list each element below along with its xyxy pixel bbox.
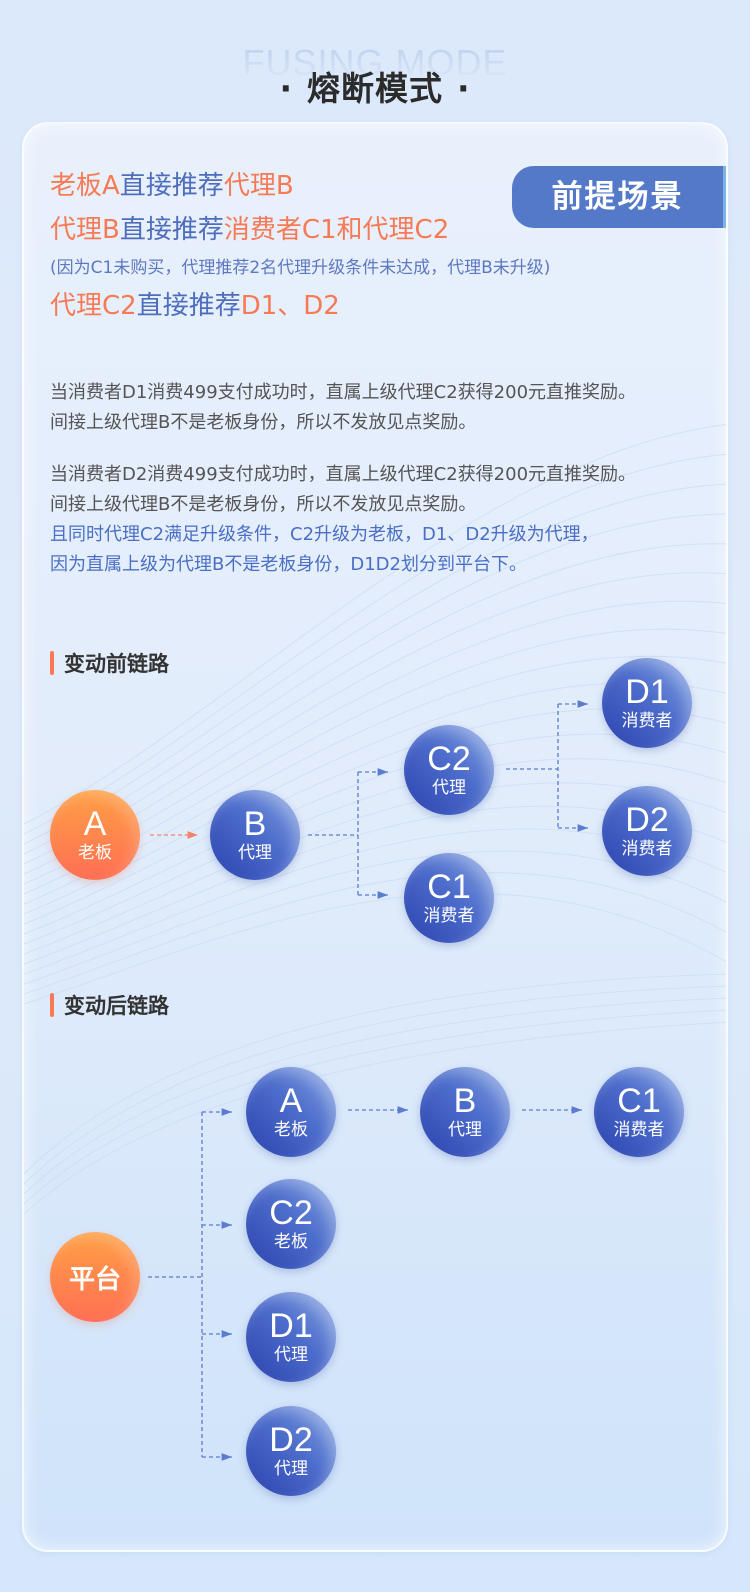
node-id: D2 (269, 1421, 313, 1459)
section-title-after: 变动后链路 (50, 990, 169, 1020)
premise-text: D1、D2 (240, 291, 340, 321)
title-dot-left: · (279, 69, 293, 108)
before-node-a: A 老板 (50, 790, 140, 880)
before-node-d2: D2 消费者 (602, 786, 692, 876)
description-paragraph-2: 当消费者D2消费499支付成功时，直属上级代理C2获得200元直推奖励。 间接上… (50, 460, 636, 580)
premise-line-2: 代理B直接推荐消费者C1和代理C2 (50, 208, 550, 252)
node-id: D2 (625, 801, 669, 839)
node-role: 老板 (78, 843, 112, 863)
before-node-c2: C2 代理 (404, 725, 494, 815)
node-id: C2 (269, 1194, 313, 1232)
node-id: C1 (427, 868, 471, 906)
after-node-d1: D1 代理 (246, 1292, 336, 1382)
description-paragraph-1: 当消费者D1消费499支付成功时，直属上级代理C2获得200元直推奖励。 间接上… (50, 378, 636, 438)
after-node-b: B 代理 (420, 1067, 510, 1157)
node-role: 代理 (448, 1120, 482, 1140)
header-title: · 熔断模式 · (0, 62, 750, 110)
node-id: B (243, 805, 267, 843)
after-node-a: A 老板 (246, 1067, 336, 1157)
node-role: 消费者 (621, 839, 673, 859)
description-line: 间接上级代理B不是老板身份，所以不发放见点奖励。 (50, 494, 477, 515)
premise-text: 直接推荐 (136, 291, 241, 321)
before-node-d1: D1 消费者 (602, 658, 692, 748)
title-dot-right: · (457, 69, 471, 108)
premise-line-1: 老板A直接推荐代理B (50, 164, 550, 208)
description-highlight-line: 因为直属上级为代理B不是老板身份，D1D2划分到平台下。 (50, 554, 527, 575)
description-line: 间接上级代理B不是老板身份，所以不发放见点奖励。 (50, 412, 477, 433)
premise-section: 老板A直接推荐代理B 代理B直接推荐消费者C1和代理C2 (因为C1未购买，代理… (50, 164, 550, 328)
after-node-platform: 平台 (50, 1232, 140, 1322)
node-role: 代理 (432, 778, 466, 798)
after-node-d2: D2 代理 (246, 1406, 336, 1496)
node-id: D1 (269, 1307, 313, 1345)
node-id: D1 (625, 673, 669, 711)
node-role: 消费者 (621, 711, 673, 731)
node-id: C2 (427, 740, 471, 778)
node-role: 代理 (274, 1345, 308, 1365)
premise-text: 代理B (223, 171, 294, 201)
section-title-before: 变动前链路 (50, 648, 169, 678)
node-role: 代理 (238, 843, 272, 863)
node-label: 平台 (68, 1264, 121, 1295)
content-card: 前提场景 老板A直接推荐代理B 代理B直接推荐消费者C1和代理C2 (因为C1未… (22, 122, 728, 1552)
premise-text: 消费者C1和代理C2 (223, 215, 450, 245)
node-id: B (453, 1082, 477, 1120)
node-id: C1 (617, 1082, 661, 1120)
description-line: 当消费者D1消费499支付成功时，直属上级代理C2获得200元直推奖励。 (50, 382, 637, 403)
description-section: 当消费者D1消费499支付成功时，直属上级代理C2获得200元直推奖励。 间接上… (50, 378, 636, 602)
header-title-text: 熔断模式 (307, 69, 443, 108)
before-node-b: B 代理 (210, 790, 300, 880)
header-title-en: FUSING MODE (0, 42, 750, 84)
node-role: 消费者 (423, 906, 475, 926)
after-node-c1: C1 消费者 (594, 1067, 684, 1157)
premise-line-3: 代理C2直接推荐D1、D2 (50, 284, 550, 328)
premise-text: 代理B (50, 215, 120, 245)
premise-text: 直接推荐 (119, 215, 224, 245)
premise-scenario-tag: 前提场景 (512, 166, 726, 228)
premise-text: 直接推荐 (119, 171, 224, 201)
node-role: 消费者 (613, 1120, 665, 1140)
after-node-c2: C2 老板 (246, 1179, 336, 1269)
description-highlight-line: 且同时代理C2满足升级条件，C2升级为老板，D1、D2升级为代理， (50, 524, 599, 545)
page-header: FUSING MODE · 熔断模式 · (0, 30, 750, 120)
node-role: 代理 (274, 1459, 308, 1479)
node-role: 老板 (274, 1120, 308, 1140)
premise-text: 代理C2 (50, 291, 137, 321)
premise-note: (因为C1未购买，代理推荐2名代理升级条件未达成，代理B未升级) (50, 258, 551, 278)
premise-text: 老板A (50, 171, 120, 201)
before-node-c1: C1 消费者 (404, 853, 494, 943)
node-id: A (279, 1082, 303, 1120)
description-line: 当消费者D2消费499支付成功时，直属上级代理C2获得200元直推奖励。 (50, 464, 637, 485)
node-role: 老板 (274, 1232, 308, 1252)
node-id: A (83, 805, 107, 843)
